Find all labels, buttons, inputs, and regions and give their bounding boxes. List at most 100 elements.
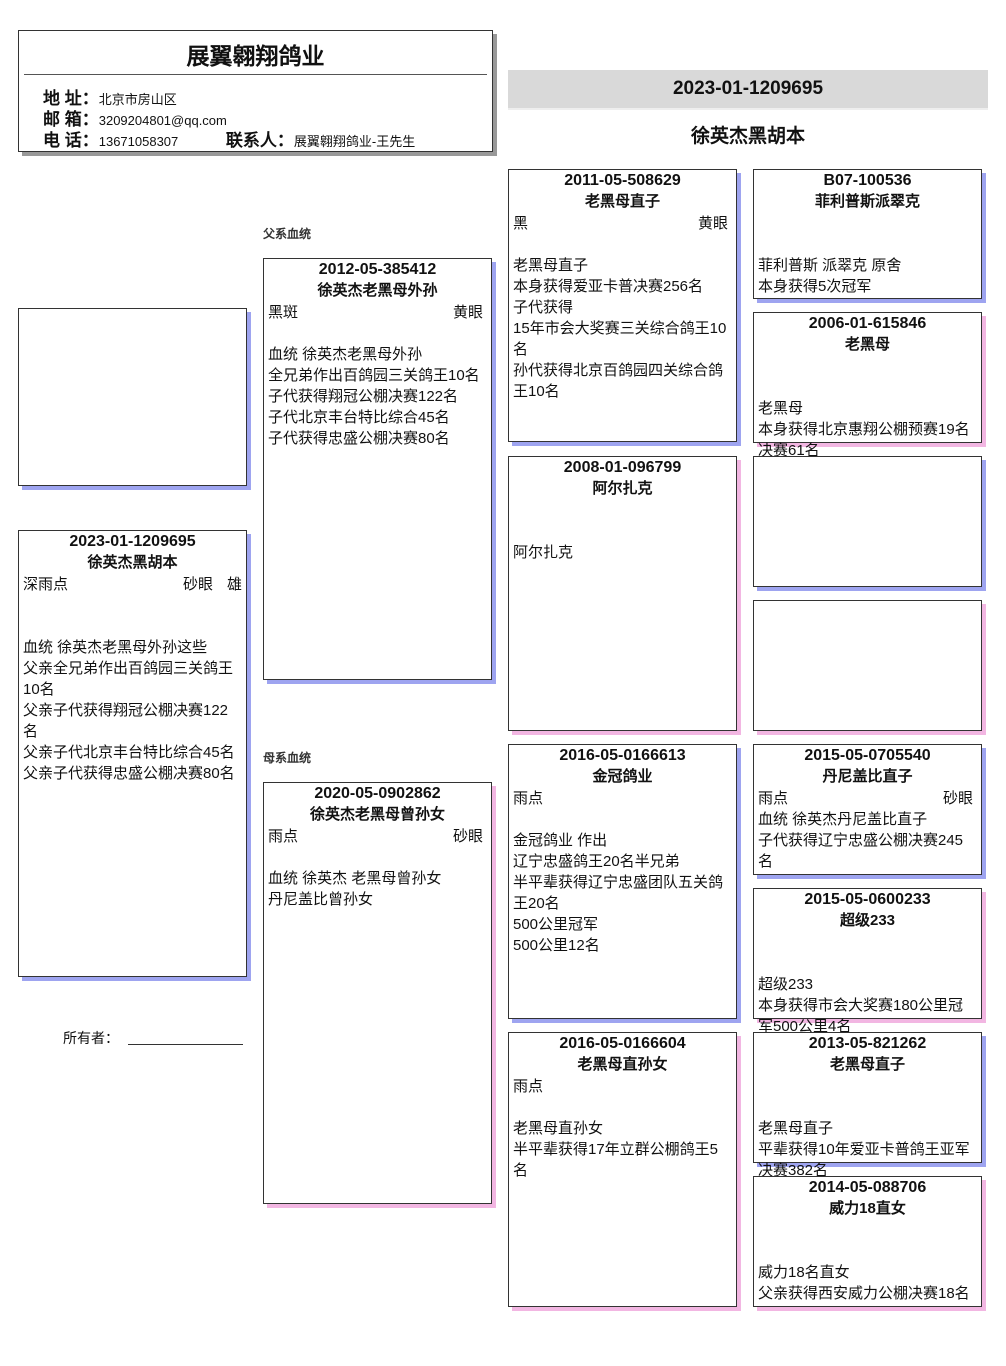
phone-row: 电 话：13671058307 联系人：展翼翱翔鸽业-王先生 <box>43 126 415 151</box>
pedigree-card-dds: 2013-05-821262 老黑母直子老黑母直子 平辈获得10年爱亚卡普鸽王亚军… <box>753 1032 982 1179</box>
sire-line-label: 父系血统 <box>263 227 312 241</box>
feather-color: 黑斑 <box>268 304 299 321</box>
pedigree-card-ddd: 2014-05-088706 威力18直女威力18名直女 父亲获得西安威力公棚决赛… <box>753 1176 982 1307</box>
bird-name: 老黑母直子 <box>829 1056 905 1073</box>
email-label: 邮 箱： <box>43 110 99 129</box>
bird-name: 老黑母 <box>844 336 890 353</box>
bird-notes: 老黑母直子 平辈获得10年爱亚卡普鸽王亚军 决赛382名 <box>758 1120 970 1179</box>
ring-number: 2015-05-0600233 <box>804 891 931 908</box>
bird-name: 老黑母直子 <box>584 193 660 210</box>
feather-color: 雨点 <box>268 828 299 845</box>
ring-number: 2006-01-615846 <box>808 315 927 332</box>
email-value: 3209204801@qq.com <box>98 113 227 128</box>
bird-name: 徐英杰老黑母外孙 <box>317 282 438 299</box>
owner-signature-line <box>128 1044 243 1045</box>
pedigree-card-sdd <box>753 600 982 731</box>
pedigree-card-subject: 2023-01-1209695 徐英杰黑胡本深雨点 砂眼雄血统 徐英杰老黑母外孙这些… <box>18 530 247 977</box>
attributes-row <box>754 356 981 377</box>
bird-notes: 金冠鸽业 作出 辽宁忠盛鸽王20名半兄弟 半平辈获得辽宁忠盛团队五关鸽王20名 … <box>513 832 724 954</box>
attributes-row: 雨点 <box>509 788 736 809</box>
feather-color: 雨点 <box>758 790 789 807</box>
bird-name: 超级233 <box>839 912 896 929</box>
eye-type: 砂眼 <box>452 828 483 845</box>
pedigree-card-sss: B07-100536 菲利普斯派翠克菲利普斯 派翠克 原舍 本身获得5次冠军 <box>753 169 982 299</box>
attributes-row <box>754 1220 981 1241</box>
attributes-row: 黑 黄眼 <box>509 213 736 234</box>
attributes-row: 雨点 砂眼 <box>264 826 491 847</box>
attributes-row <box>754 1076 981 1097</box>
bird-notes: 阿尔扎克 <box>513 544 574 561</box>
pedigree-card-dsd: 2015-05-0600233 超级233 超级233 本身获得市会大奖赛180公里… <box>753 888 982 1035</box>
bird-notes: 威力18名直女 父亲获得西安威力公棚决赛18名 <box>758 1264 970 1302</box>
attributes-row: 雨点 <box>509 1076 736 1097</box>
ring-number: 2015-05-0705540 <box>804 747 931 764</box>
bird-name: 威力18直女 <box>829 1200 906 1217</box>
subject-ring-band: 2023-01-1209695 <box>508 70 988 110</box>
feather-color: 深雨点 <box>23 576 69 593</box>
bird-notes: 血统 徐英杰 老黑母曾孙女 丹尼盖比曾孙女 <box>268 870 442 908</box>
eye-type: 黄眼 <box>452 304 483 321</box>
feather-color: 雨点 <box>513 1078 544 1095</box>
attributes-row: 雨点 砂眼 <box>754 788 981 809</box>
ring-number: 2016-05-0166604 <box>559 1035 686 1052</box>
bird-name: 菲利普斯派翠克 <box>814 193 920 210</box>
pedigree-card-dam: 2020-05-0902862 徐英杰老黑母曾孙女雨点 砂眼血统 徐英杰 老黑母曾孙… <box>263 782 492 1204</box>
eye-type: 黄眼 <box>697 215 728 232</box>
bird-notes: 血统 徐英杰老黑母外孙这些 父亲全兄弟作出百鸽园三关鸽王10名 父亲子代获得翔冠… <box>23 639 235 782</box>
phone-label: 电 话： <box>43 131 99 150</box>
attributes-row: 深雨点 砂眼雄 <box>19 574 246 595</box>
bird-notes: 老黑母直子 本身获得爱亚卡普决赛256名 子代获得 15年市会大奖赛三关综合鸽王… <box>513 257 727 400</box>
pedigree-card-ss: 2011-05-508629 老黑母直子黑 黄眼老黑母直子 本身获得爱亚卡普决赛25… <box>508 169 737 442</box>
ring-number: 2016-05-0166613 <box>559 747 686 764</box>
pedigree-card-dss: 2015-05-0705540 丹尼盖比直子雨点 砂眼血统 徐英杰丹尼盖比直子 子代… <box>753 744 982 875</box>
bird-notes: 老黑母直孙女 半平辈获得17年立群公棚鸽王5名 <box>513 1120 719 1179</box>
divider <box>24 74 487 75</box>
dam-line-label: 母系血统 <box>263 751 312 765</box>
pedigree-card-sds <box>753 456 982 587</box>
loft-name: 展翼翱翔鸽业 <box>186 43 325 69</box>
attributes-row <box>754 213 981 234</box>
contact-value: 展翼翱翔鸽业-王先生 <box>293 134 416 149</box>
phone-value: 13671058307 <box>98 134 179 149</box>
bird-notes: 老黑母 本身获得北京惠翔公棚预赛19名 决赛61名 <box>758 400 970 459</box>
attributes-row <box>509 500 736 521</box>
feather-color: 雨点 <box>513 790 544 807</box>
bird-name: 丹尼盖比直子 <box>822 768 913 785</box>
subject-title: 徐英杰黑胡本 <box>690 126 805 147</box>
ring-number: 2012-05-385412 <box>318 261 437 278</box>
bird-name: 徐英杰老黑母曾孙女 <box>309 806 445 823</box>
attributes-row <box>754 932 981 953</box>
ring-number: 2008-01-096799 <box>563 459 682 476</box>
eye-type: 砂眼 <box>942 790 973 807</box>
loft-header: 展翼翱翔鸽业 地 址：北京市房山区 邮 箱：3209204801@qq.com … <box>18 30 493 152</box>
contact-label: 联系人： <box>225 131 294 150</box>
bird-name: 老黑母直孙女 <box>577 1056 668 1073</box>
address-label: 地 址： <box>43 89 99 108</box>
ring-number: 2023-01-1209695 <box>69 533 196 550</box>
email-row: 邮 箱：3209204801@qq.com <box>43 105 227 130</box>
ring-number: 2011-05-508629 <box>564 172 681 189</box>
ring-number: 2014-05-088706 <box>808 1179 927 1196</box>
ring-number: B07-100536 <box>823 172 912 189</box>
bird-notes: 菲利普斯 派翠克 原舍 本身获得5次冠军 <box>758 257 902 295</box>
feather-color: 黑 <box>513 215 529 232</box>
bird-notes: 血统 徐英杰丹尼盖比直子 子代获得辽宁忠盛公棚决赛245名 <box>758 811 964 870</box>
pedigree-card-dd: 2016-05-0166604 老黑母直孙女雨点老黑母直孙女 半平辈获得17年立群… <box>508 1032 737 1307</box>
bird-name: 徐英杰黑胡本 <box>87 554 178 571</box>
eye-type: 砂眼 <box>182 576 213 593</box>
ring-number: 2013-05-821262 <box>808 1035 927 1052</box>
pedigree-card-ssd: 2006-01-615846 老黑母老黑母 本身获得北京惠翔公棚预赛19名 决赛6… <box>753 312 982 459</box>
ring-number: 2020-05-0902862 <box>314 785 441 802</box>
address-row: 地 址：北京市房山区 <box>43 84 177 109</box>
bird-notes: 超级233 本身获得市会大奖赛180公里冠军500公里4名 <box>758 976 964 1035</box>
sex: 雄 <box>226 576 242 593</box>
bird-name: 阿尔扎克 <box>592 480 653 497</box>
attributes-row: 黑斑 黄眼 <box>264 302 491 323</box>
address-value: 北京市房山区 <box>98 92 177 107</box>
owner-label: 所有者： <box>63 1030 119 1046</box>
photo-box <box>18 308 247 486</box>
